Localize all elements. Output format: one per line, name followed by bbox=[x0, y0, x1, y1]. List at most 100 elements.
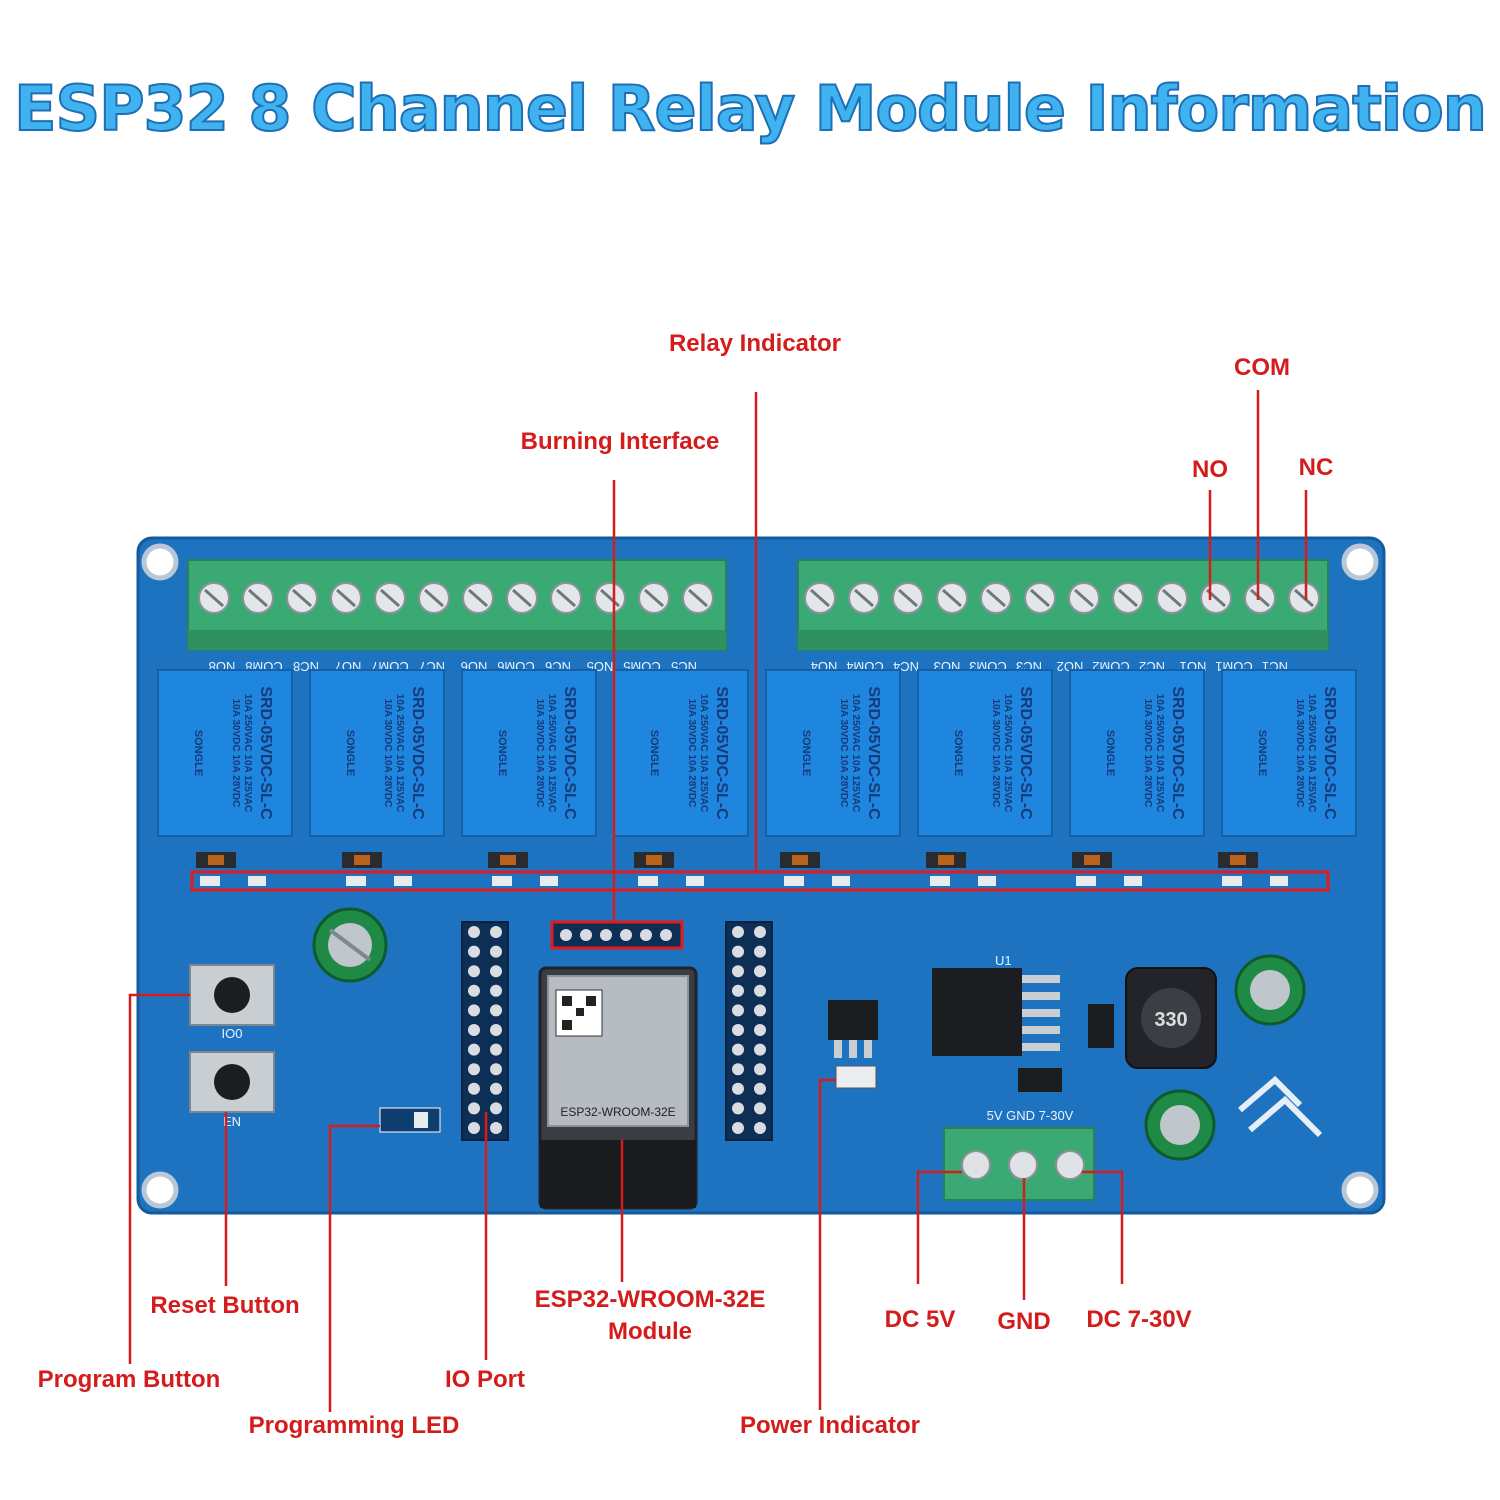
capacitor-c4 bbox=[1144, 1089, 1216, 1161]
io-pin bbox=[754, 1004, 766, 1017]
relay-rating-label: 10A 30VDC 10A 28VDC bbox=[1294, 699, 1305, 808]
indicator-led bbox=[342, 852, 412, 886]
relay-rating-label: 10A 250VAC 10A 125VAC bbox=[1002, 694, 1013, 812]
relay-rating-label: 10A 30VDC 10A 28VDC bbox=[230, 699, 241, 808]
io-pin bbox=[468, 945, 480, 958]
io-pin bbox=[490, 945, 502, 958]
terminal-screw bbox=[936, 582, 968, 614]
io-port-right bbox=[725, 921, 773, 1141]
terminal-screw bbox=[804, 582, 836, 614]
terminal-screw bbox=[848, 582, 880, 614]
callout-dc-7-30v: DC 7-30V bbox=[1086, 1306, 1192, 1333]
callout-power-indicator: Power Indicator bbox=[739, 1412, 921, 1439]
brand-logo-icon bbox=[1238, 1075, 1323, 1138]
indicator-led bbox=[780, 852, 850, 886]
callout-burning-interface: Burning Interface bbox=[520, 428, 720, 455]
svg-text:5V GND 7-30V: 5V GND 7-30V bbox=[987, 1108, 1074, 1123]
relay-model-label: SRD-05VDC-SL-C bbox=[713, 686, 730, 820]
terminal-screw bbox=[980, 582, 1012, 614]
svg-text:IO0: IO0 bbox=[222, 1026, 243, 1041]
callout-dc-5v: DC 5V bbox=[884, 1306, 956, 1333]
io-pin bbox=[490, 1004, 502, 1017]
io-pin bbox=[754, 1024, 766, 1036]
diode-d5 bbox=[1018, 1068, 1062, 1092]
io-pin bbox=[490, 1024, 502, 1036]
indicator-led bbox=[488, 852, 558, 886]
io-pin bbox=[468, 984, 480, 997]
relay-rating-label: 10A 30VDC 10A 28VDC bbox=[1142, 699, 1153, 808]
relay-brand-label: SONGLE bbox=[496, 730, 508, 776]
diode-d6 bbox=[1088, 1004, 1114, 1048]
relay-brand-label: SONGLE bbox=[648, 730, 660, 776]
io-pin bbox=[468, 926, 480, 938]
indicator-led bbox=[634, 852, 704, 886]
io-pin bbox=[754, 945, 766, 958]
io-pin bbox=[754, 1102, 766, 1115]
io-pin bbox=[490, 1082, 502, 1095]
terminal-screw bbox=[892, 582, 924, 614]
indicator-led bbox=[1218, 852, 1288, 886]
callout-reset-button: Reset Button bbox=[150, 1292, 300, 1319]
io-pin bbox=[490, 926, 502, 938]
terminal-screw bbox=[1112, 582, 1144, 614]
io-pin bbox=[490, 1063, 502, 1076]
callout-relay-indicator: Relay Indicator bbox=[668, 330, 842, 357]
program-button-io0: IO0 bbox=[189, 964, 275, 1041]
indicator-led bbox=[196, 852, 266, 886]
io-pin bbox=[490, 1122, 502, 1134]
svg-text:330: 330 bbox=[1154, 1009, 1187, 1031]
io-pin bbox=[490, 984, 502, 997]
terminal-block-left bbox=[187, 559, 727, 651]
terminal-screw bbox=[1024, 582, 1056, 614]
svg-text:EN: EN bbox=[223, 1114, 241, 1129]
svg-text:U1: U1 bbox=[995, 953, 1012, 968]
terminal-screw bbox=[374, 582, 406, 614]
terminal-screw bbox=[682, 582, 714, 614]
io-pin bbox=[490, 1043, 502, 1056]
io-pin bbox=[754, 1063, 766, 1076]
io-pin bbox=[490, 1102, 502, 1115]
relay-rating-label: 10A 30VDC 10A 28VDC bbox=[534, 699, 545, 808]
relay-model-label: SRD-05VDC-SL-C bbox=[1169, 686, 1186, 820]
terminal-screw bbox=[418, 582, 450, 614]
terminal-screw bbox=[462, 582, 494, 614]
io-pin bbox=[468, 1063, 480, 1076]
io-pin bbox=[490, 965, 502, 978]
terminal-screw bbox=[550, 582, 582, 614]
io-pin bbox=[468, 1024, 480, 1036]
terminal-screw bbox=[1068, 582, 1100, 614]
callout-no: NO bbox=[1192, 456, 1228, 483]
callout-lines bbox=[128, 390, 1308, 1412]
mounting-holes bbox=[141, 543, 1379, 1209]
relay-rating-label: 10A 250VAC 10A 125VAC bbox=[242, 694, 253, 812]
power-terminal: 5V GND 7-30V bbox=[943, 1108, 1095, 1201]
callout-program-button: Program Button bbox=[37, 1366, 221, 1393]
callout-io-port: IO Port bbox=[444, 1366, 525, 1393]
io-pin bbox=[468, 1102, 480, 1115]
relay-rating-label: 10A 30VDC 10A 28VDC bbox=[838, 699, 849, 808]
power-indicator bbox=[828, 1000, 878, 1089]
capacitor-c3 bbox=[1234, 954, 1306, 1026]
relay-rating-label: 10A 30VDC 10A 28VDC bbox=[382, 699, 393, 808]
indicator-led bbox=[1072, 852, 1142, 886]
terminal-screw bbox=[1156, 582, 1188, 614]
io-pin bbox=[754, 926, 766, 938]
burning-interface-header bbox=[550, 920, 684, 950]
io-pin bbox=[754, 984, 766, 997]
relay-rating-label: 10A 30VDC 10A 28VDC bbox=[990, 699, 1001, 808]
callout-gnd: GND bbox=[997, 1308, 1051, 1335]
module-silk-label: ESP32-WROOM-32E bbox=[560, 1105, 675, 1119]
relay-model-label: SRD-05VDC-SL-C bbox=[561, 686, 578, 820]
relay-brand-label: SONGLE bbox=[952, 730, 964, 776]
io-pin bbox=[468, 965, 480, 978]
esp32-module: ESP32-WROOM-32E bbox=[538, 966, 698, 1210]
io-pin bbox=[732, 1024, 744, 1036]
terminal-screw bbox=[330, 582, 362, 614]
relay-brand-label: SONGLE bbox=[800, 730, 812, 776]
io-pin bbox=[732, 1122, 744, 1134]
